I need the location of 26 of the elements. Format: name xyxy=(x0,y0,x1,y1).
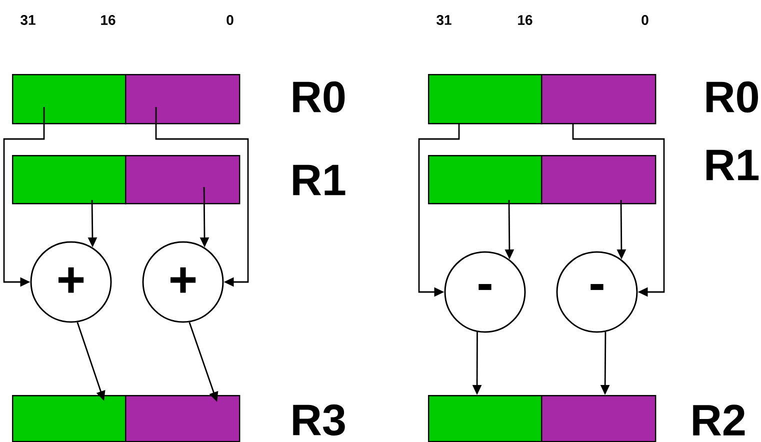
register-name: R1 xyxy=(706,150,759,180)
bit-number: 0 xyxy=(642,15,648,25)
bit-number: 31 xyxy=(436,15,452,25)
register-name: R1 xyxy=(293,164,346,196)
bit-number: 31 xyxy=(20,15,36,25)
register-name: R3 xyxy=(293,404,345,436)
bit-number: 16 xyxy=(101,15,116,25)
register-segment xyxy=(125,74,240,124)
register-name: R0 xyxy=(706,81,758,113)
register-segment xyxy=(541,155,656,204)
register-segment xyxy=(12,74,126,124)
register-segment xyxy=(125,394,240,442)
bit-number: 16 xyxy=(518,15,532,25)
register-segment xyxy=(12,394,126,442)
register-name: R2 xyxy=(693,404,745,436)
register-segment xyxy=(428,394,542,442)
register-segment xyxy=(12,155,126,204)
register-segment xyxy=(428,155,542,204)
register-segment xyxy=(541,74,656,124)
register-name: R0 xyxy=(293,81,345,113)
register-segment xyxy=(125,155,240,204)
register-segment xyxy=(428,74,542,124)
register-segment xyxy=(541,394,656,442)
arrow xyxy=(155,107,249,287)
arrow xyxy=(572,123,665,297)
bit-number: 0 xyxy=(226,15,234,25)
